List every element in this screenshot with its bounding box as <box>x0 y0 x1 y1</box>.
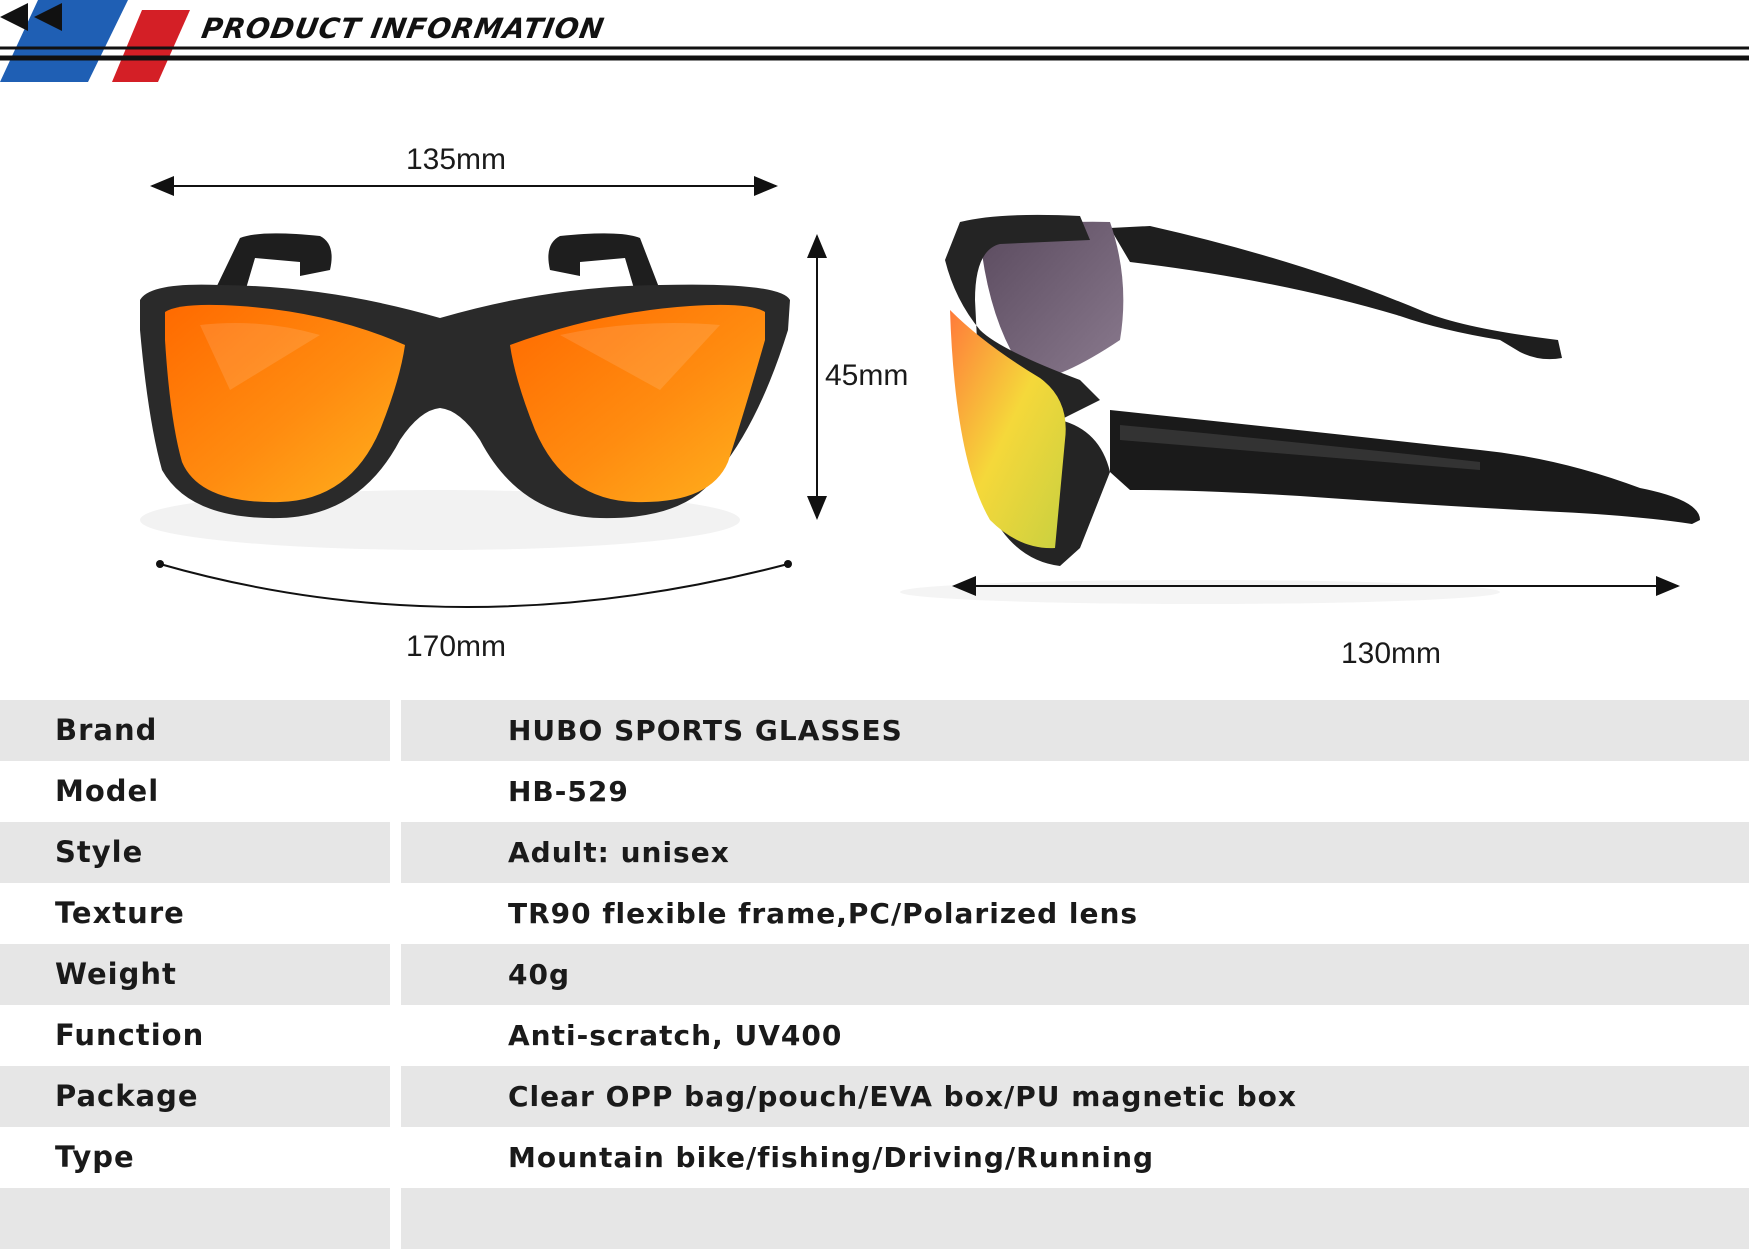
spec-label: Weight <box>0 944 390 1005</box>
dimension-arc-label: 170mm <box>406 630 507 663</box>
dimension-side-label: 130mm <box>1341 637 1442 670</box>
double-chevron-left-icon[interactable] <box>0 0 70 34</box>
spec-row-empty <box>0 1188 1749 1249</box>
spec-row-package: Package Clear OPP bag/pouch/EVA box/PU m… <box>0 1066 1749 1127</box>
spec-value: 40g <box>401 944 1749 1005</box>
spec-value: TR90 flexible frame,PC/Polarized lens <box>508 897 1139 930</box>
spec-value: HB-529 <box>508 775 629 808</box>
spec-value: Mountain bike/fishing/Driving/Running <box>508 1141 1155 1174</box>
page-title: PRODUCT INFORMATION <box>199 12 608 45</box>
spec-row-function: Function Anti-scratch, UV400 <box>0 1005 1749 1066</box>
side-shadow <box>900 580 1500 604</box>
spec-label: Function <box>55 1018 205 1052</box>
spec-row-brand: Brand HUBO SPORTS GLASSES <box>0 700 1749 761</box>
spec-row-texture: Texture TR90 flexible frame,PC/Polarized… <box>0 883 1749 944</box>
spec-value: Anti-scratch, UV400 <box>508 1019 843 1052</box>
side-view-glasses <box>945 214 1700 566</box>
red-stripe <box>112 10 190 82</box>
spec-label: Package <box>0 1066 390 1127</box>
spec-label: Model <box>55 774 160 808</box>
spec-label: Texture <box>55 896 185 930</box>
dimension-width-label: 135mm <box>406 143 507 176</box>
spec-row-weight: Weight 40g <box>0 944 1749 1005</box>
product-dimension-illustration: 135mm 45mm 170mm 130mm <box>0 90 1749 690</box>
spec-row-style: Style Adult: unisex <box>0 822 1749 883</box>
spec-label: Style <box>0 822 390 883</box>
blue-stripe <box>0 0 128 82</box>
spec-row-type: Type Mountain bike/fishing/Driving/Runni… <box>0 1127 1749 1188</box>
spec-value: HUBO SPORTS GLASSES <box>401 700 1749 761</box>
spec-row-model: Model HB-529 <box>0 761 1749 822</box>
spec-table: Brand HUBO SPORTS GLASSES Model HB-529 S… <box>0 700 1749 1249</box>
header-stripes <box>0 0 1749 82</box>
spec-label: Brand <box>0 700 390 761</box>
spec-label <box>0 1188 390 1249</box>
glasses-drawing <box>140 176 1700 608</box>
spec-value <box>401 1188 1749 1249</box>
front-view-glasses <box>140 233 790 519</box>
dimension-height-label: 45mm <box>825 359 909 392</box>
spec-value: Clear OPP bag/pouch/EVA box/PU magnetic … <box>401 1066 1749 1127</box>
spec-value: Adult: unisex <box>401 822 1749 883</box>
header-banner: PRODUCT INFORMATION <box>0 0 1749 90</box>
arc-line <box>159 563 789 608</box>
spec-label: Type <box>55 1140 135 1174</box>
